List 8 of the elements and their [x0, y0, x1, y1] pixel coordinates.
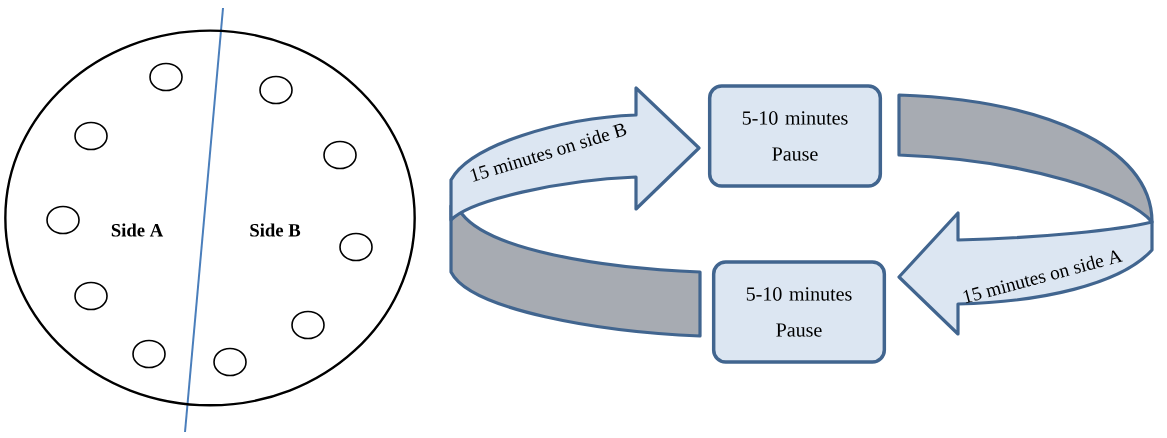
edge-label: 15 minutes on side A: [963, 250, 1123, 304]
ribbon-arrow: [449, 86, 702, 338]
side-label: Side B: [250, 223, 301, 237]
pause-box: 5-10 minutes Pause: [707, 84, 883, 188]
side-label: Side A: [111, 223, 164, 237]
ribbon-arrow: [897, 93, 1154, 336]
pause-box: 5-10 minutes Pause: [711, 260, 887, 364]
edge-label: 15 minutes on side B: [470, 123, 627, 182]
